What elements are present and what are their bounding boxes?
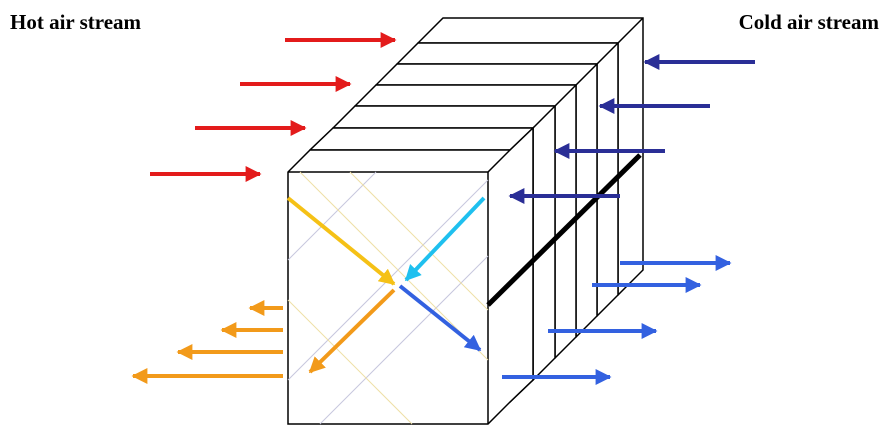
hot-in-diagonal-arrow xyxy=(286,196,396,286)
front-face-flow-arrows xyxy=(286,196,486,374)
exchanger-plates xyxy=(287,17,644,425)
cold-air-stream-label: Cold air stream xyxy=(738,10,879,34)
hot-inlet-arrows xyxy=(150,32,397,182)
cold-inlet-arrows xyxy=(508,54,755,204)
cold-out-diagonal-arrow xyxy=(398,284,482,352)
plate-separator-line xyxy=(486,153,642,307)
hot-out-diagonal-arrow xyxy=(308,288,396,374)
cold-outlet-arrows xyxy=(502,255,732,385)
hot-outlet-arrows xyxy=(131,300,283,384)
cold-in-diagonal-arrow xyxy=(404,196,486,282)
hot-air-stream-label: Hot air stream xyxy=(10,10,142,34)
